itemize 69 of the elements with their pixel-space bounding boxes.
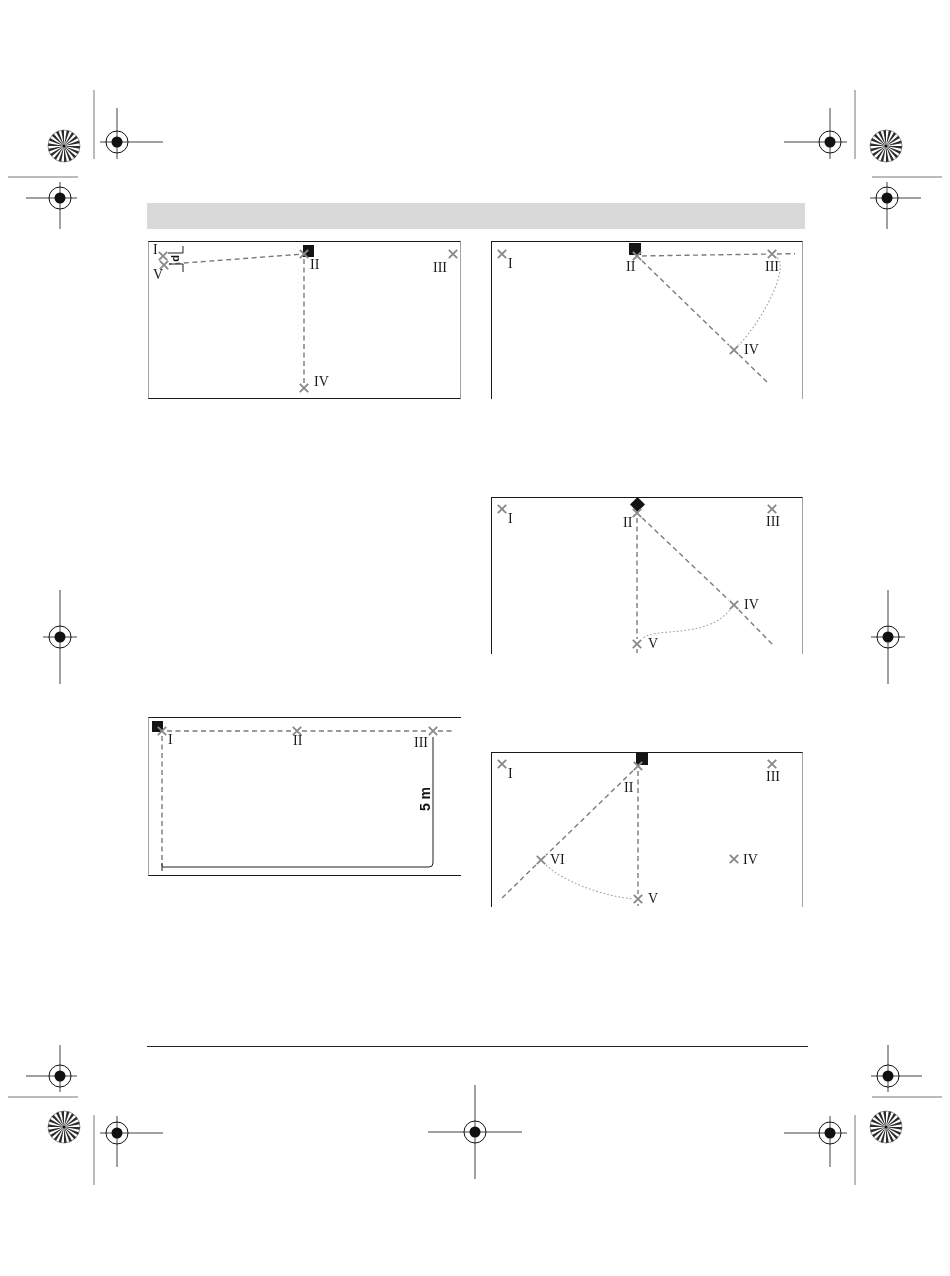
point-label: I [508,513,513,524]
point-label: II [310,259,320,270]
cross-mark-icon [299,249,309,259]
laser-beam-line [301,730,429,732]
point-label: III [433,262,447,273]
point-label: III [766,516,780,527]
point-label: III [765,261,779,272]
cross-mark-icon [729,854,739,864]
laser-beam-line [641,260,730,346]
cross-mark-icon [158,250,168,261]
cross-mark-icon [632,508,642,518]
laser-beam-line [637,770,639,895]
laser-beam-line [166,730,293,732]
device-marker [152,721,163,732]
dotted-arc [641,609,731,640]
point-label: IV [744,344,759,355]
cross-mark-icon [632,639,642,649]
dotted-arc [545,864,634,900]
point-label: VI [550,854,565,865]
point-label: V [648,638,659,649]
laser-beam-line [641,517,730,601]
dimension-label: 5 m [417,786,432,811]
cross-mark-icon [428,726,438,736]
point-label: I [508,768,513,779]
cross-mark-icon [767,504,777,514]
cross-mark-icon [536,855,546,865]
cross-mark-icon [767,759,777,769]
laser-beam-line [545,770,634,856]
point-label: IV [314,376,329,387]
cross-mark-icon [729,600,739,610]
point-label: II [626,261,636,272]
figure-panel [148,717,461,876]
laser-beam-line [636,517,638,640]
point-label: I [153,244,158,255]
cross-mark-icon [448,249,458,259]
laser-beam-line [641,253,768,257]
point-label: III [766,771,780,782]
cross-mark-icon [497,759,507,769]
point-label: V [648,893,659,904]
point-label: I [508,258,513,269]
cross-mark-icon [633,761,643,771]
point-label: I [168,734,173,745]
figure-panel [491,241,803,399]
cross-mark-icon [767,249,777,259]
point-label: II [293,735,303,746]
cross-mark-icon [497,249,507,259]
dimension-label: d [169,254,181,262]
cross-mark-icon [497,504,507,514]
point-label: IV [743,854,758,865]
cross-mark-icon [299,383,309,393]
laser-beam-line [303,258,305,384]
device-marker [636,753,648,765]
figure-panel [148,241,461,399]
point-label: II [623,517,633,528]
device-marker [303,245,314,257]
cross-mark-icon [157,726,167,736]
cross-mark-icon [292,726,302,736]
cross-mark-icon [632,251,642,261]
figure-panel [491,497,803,654]
cross-mark-icon [729,345,739,355]
cross-mark-icon [159,259,169,270]
dotted-arc [738,257,781,346]
point-label: IV [744,599,759,610]
device-marker [630,497,645,512]
cross-mark-icon [633,894,643,904]
point-label: II [624,782,634,793]
point-label: III [414,737,428,748]
figure-panel [491,752,803,907]
point-label: V [153,269,164,280]
